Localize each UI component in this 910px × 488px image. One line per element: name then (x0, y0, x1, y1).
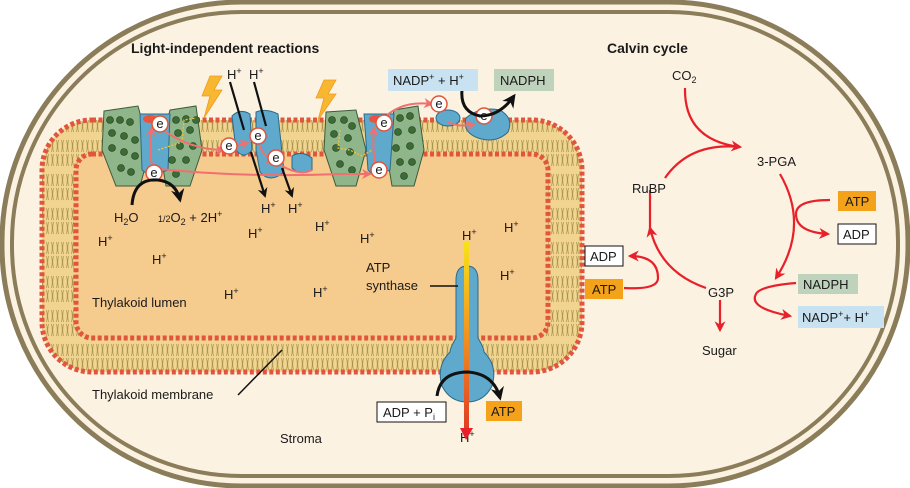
water-label: H2O (114, 210, 139, 227)
atp-output-box: ATP (486, 401, 522, 421)
electron: e (249, 127, 267, 145)
electron: e (151, 115, 169, 133)
lightning-icon (201, 75, 223, 119)
electron-transport-path (145, 98, 476, 179)
calvin-cycle-title: Calvin cycle (607, 40, 688, 56)
proton-arrows (228, 81, 294, 198)
svg-text:e: e (150, 165, 157, 180)
proton-label: H+ (460, 429, 475, 445)
svg-text:e: e (254, 128, 261, 143)
proton-label: H+ (315, 218, 330, 234)
proton-label: H+ (504, 219, 519, 235)
electron: e (267, 149, 285, 167)
proton-label: H+ (360, 230, 375, 246)
lightning-icon (315, 79, 337, 121)
proton-label: H+ (227, 66, 242, 82)
svg-text:ADP: ADP (590, 249, 617, 264)
proton-label: H+ (248, 225, 263, 241)
proton-label: H+ (261, 200, 276, 216)
rubp-label: RuBP (632, 181, 666, 196)
calvin-atp-right-box: ATP (838, 191, 876, 211)
svg-text:NADPH: NADPH (500, 73, 546, 88)
stroma-label: Stroma (280, 431, 323, 446)
svg-text:NADP+ + H+: NADP+ + H+ (393, 72, 464, 88)
proton-label: H+ (249, 66, 264, 82)
electron: e (375, 114, 393, 132)
svg-text:e: e (380, 115, 387, 130)
proton-label: H+ (500, 267, 515, 283)
proton-labels: H+ H+ H+ H+ H+ H+ H+ H+ H+ H+ H+ H+ H+ H… (98, 66, 519, 445)
oxygen-products-label: 1/2O2 + 2H+ (158, 209, 222, 227)
thylakoid-lumen (73, 151, 551, 341)
svg-text:e: e (156, 116, 163, 131)
calvin-atp-left-box: ATP (585, 279, 623, 299)
nadph-output-box: NADPH (494, 69, 554, 91)
calvin-cycle-arrows (623, 87, 831, 333)
svg-text:e: e (225, 138, 232, 153)
electron: e (370, 161, 388, 179)
svg-text:ADP: ADP (843, 227, 870, 242)
nadp-input-box: NADP+ + H+ (388, 69, 478, 91)
proton-label: H+ (98, 233, 113, 249)
nadph-formation-arrow (460, 89, 516, 118)
calvin-nadph-box: NADPH (798, 274, 858, 294)
calvin-nadp-output-box: NADP++ H+ (798, 306, 884, 328)
g3p-label: G3P (708, 285, 734, 300)
electron: e (430, 95, 448, 113)
sugar-label: Sugar (702, 343, 737, 358)
svg-text:ATP: ATP (491, 404, 515, 419)
electron-markers: e e e e e e e e e (145, 95, 493, 182)
svg-text:e: e (435, 96, 442, 111)
thylakoid-lumen-label: Thylakoid lumen (92, 295, 187, 310)
electron: e (220, 137, 238, 155)
proton-label: H+ (288, 200, 303, 216)
proton-label: H+ (462, 227, 477, 243)
light-reactions-title: Light-independent reactions (131, 40, 319, 56)
adp-pi-box: ADP + Pi (376, 401, 447, 423)
svg-text:NADPH: NADPH (803, 277, 849, 292)
co2-label: CO2 (672, 68, 697, 85)
svg-text:ATP: ATP (845, 194, 869, 209)
proton-label: H+ (152, 251, 167, 267)
atp-synthase-label-line1: ATP (366, 260, 390, 275)
atp-synthase-label-line2: synthase (366, 278, 418, 293)
proton-label: H+ (313, 284, 328, 300)
svg-text:ADP + Pi: ADP + Pi (383, 405, 435, 422)
proton-label: H+ (224, 286, 239, 302)
atp-synthesis-arrow (435, 370, 504, 401)
svg-text:NADP++ H+: NADP++ H+ (802, 309, 869, 325)
svg-text:e: e (272, 150, 279, 165)
water-splitting-arrow (130, 178, 185, 206)
svg-text:e: e (375, 162, 382, 177)
thylakoid-membrane-label: Thylakoid membrane (92, 387, 213, 402)
calvin-adp-left-box: ADP (584, 245, 624, 267)
membrane-pointer-line (237, 349, 283, 396)
calvin-adp-right-box: ADP (837, 223, 877, 245)
3-pga-label: 3-PGA (757, 154, 796, 169)
svg-text:ATP: ATP (592, 282, 616, 297)
